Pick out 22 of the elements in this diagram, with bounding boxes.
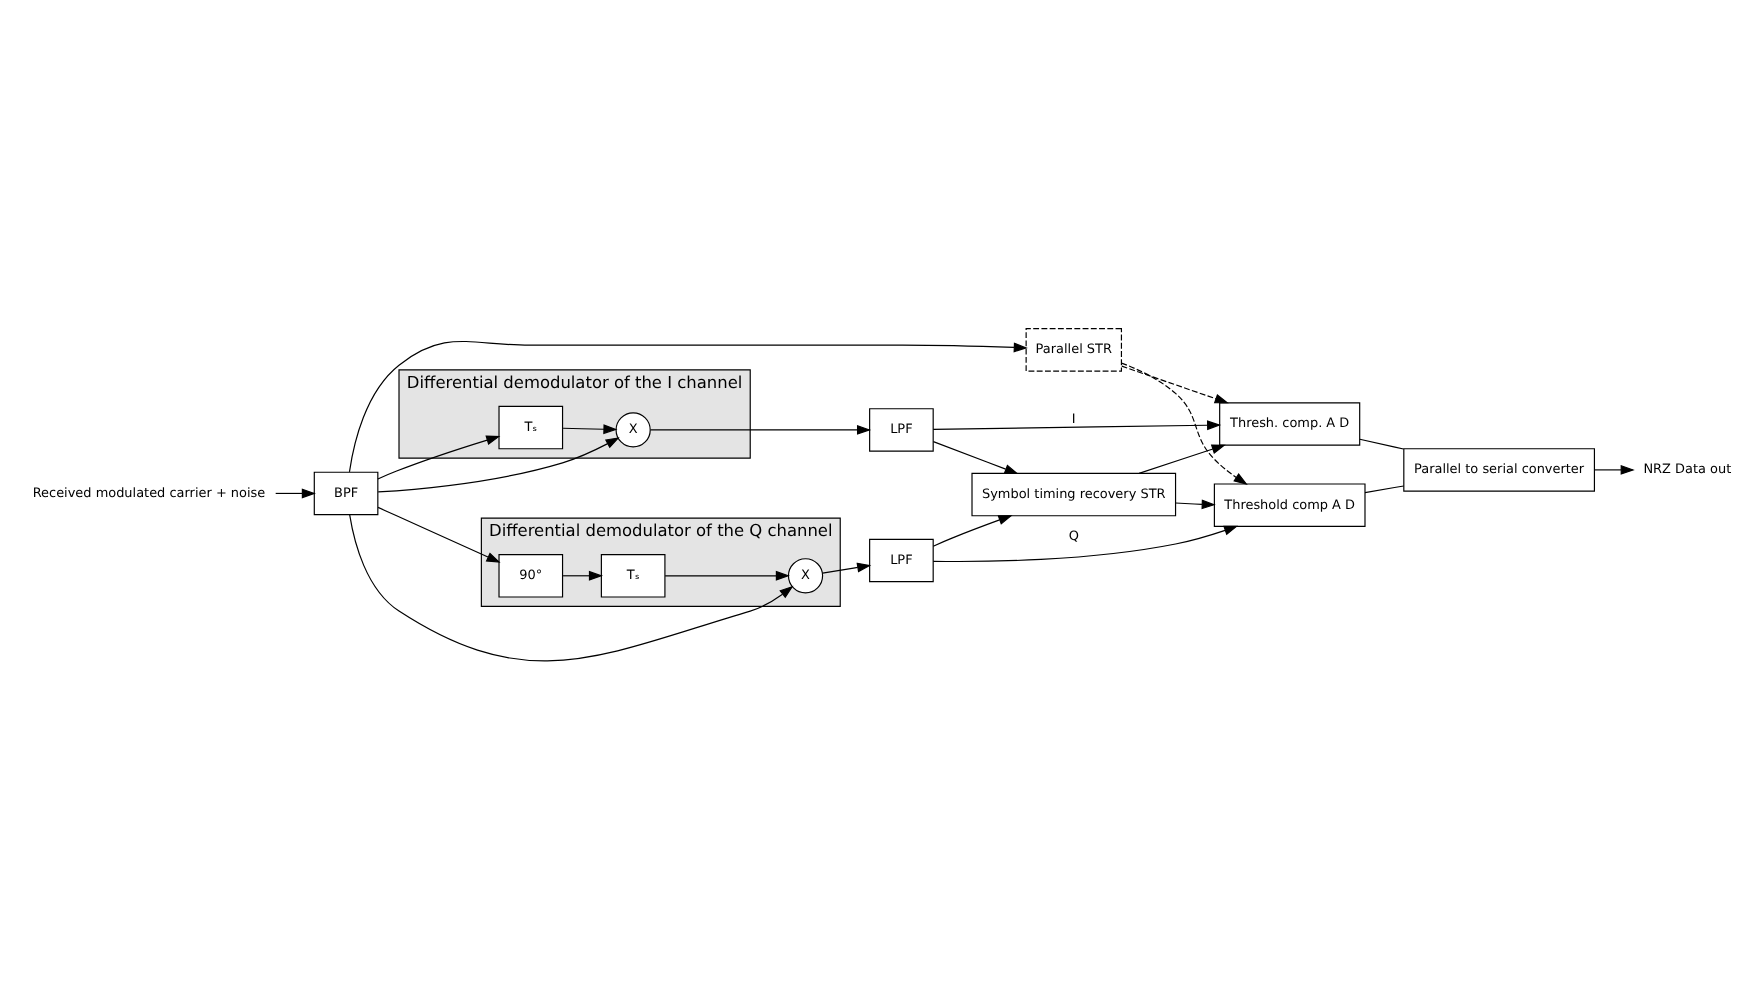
arrow — [1175, 498, 1216, 509]
arrow — [1120, 361, 1248, 484]
arrow — [1594, 463, 1635, 474]
arrow — [377, 436, 620, 492]
arrow — [562, 569, 604, 580]
arrow — [377, 505, 501, 562]
connector — [1359, 437, 1405, 449]
arrow — [1138, 443, 1226, 473]
connector — [1364, 484, 1405, 493]
arrow — [275, 487, 316, 498]
arrow — [822, 561, 872, 573]
arrow — [377, 434, 501, 479]
arrow — [562, 423, 618, 434]
arrow — [348, 339, 1028, 472]
arrow — [664, 569, 790, 580]
arrow — [349, 513, 794, 661]
arrow — [932, 440, 1019, 474]
arrow — [932, 524, 1239, 562]
arrow — [932, 514, 1013, 546]
arrow — [932, 419, 1222, 430]
arrow — [649, 423, 872, 434]
arrow — [1121, 364, 1229, 403]
